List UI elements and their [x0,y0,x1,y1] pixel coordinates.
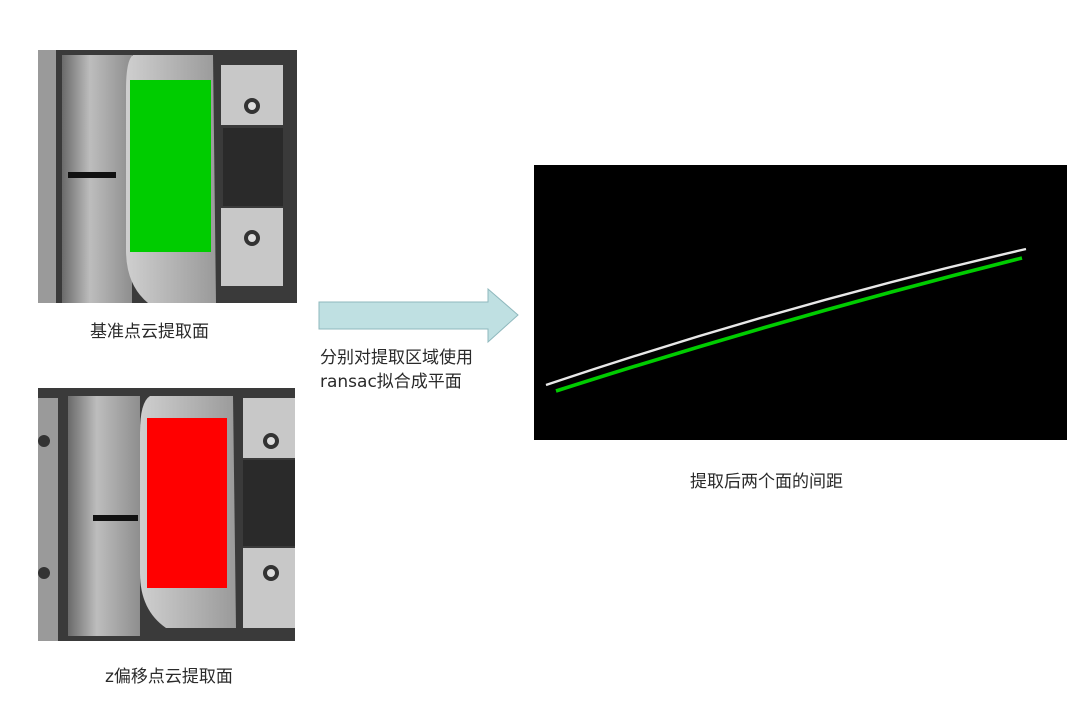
offset-caption: z偏移点云提取面 [105,667,233,687]
reference-pointcloud-image [38,50,297,303]
reference-extracted-region [130,80,211,252]
offset-plane-edge [555,256,1023,393]
arrow-label-line1: 分别对提取区域使用 [320,348,473,368]
result-caption: 提取后两个面的间距 [690,472,843,492]
offset-pointcloud-image [38,388,295,641]
process-arrow [318,288,519,344]
reference-caption: 基准点云提取面 [90,322,209,342]
reference-plane-edge [545,247,1027,387]
result-plane-distance-image [534,165,1067,440]
arrow-label-line2: ransac拟合成平面 [320,372,462,392]
offset-extracted-region [147,418,227,588]
